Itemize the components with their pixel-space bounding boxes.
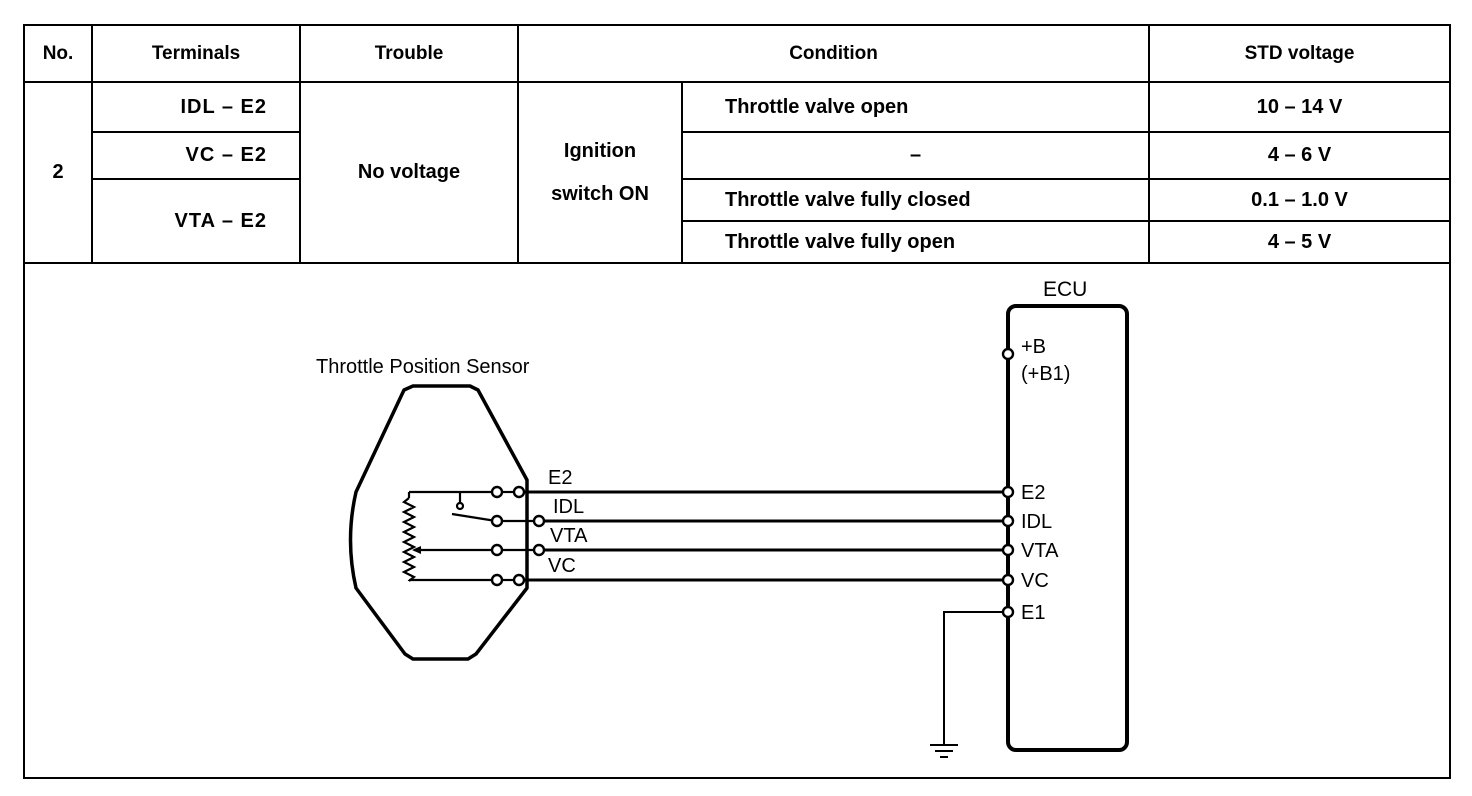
cell-voltage: 4 – 6 V [1148,131,1452,180]
ecu-terminal-plus-b: +B [1021,336,1046,358]
ecu-terminal-e1: E1 [1021,602,1045,624]
table-row: Throttle valve fully open 4 – 5 V [24,220,1452,264]
cell-terminal-idl: IDL – E2 [91,81,301,133]
sensor-terminal-idl: IDL [553,496,584,518]
harness-wires [524,490,1003,582]
header-condition: Condition [516,24,1151,83]
resistor-zigzag [401,497,417,582]
header-no: No. [23,24,93,83]
header-std-voltage: STD voltage [1148,24,1452,83]
cell-condition-group: Ignition switch ON [517,81,683,264]
wiring-diagram-frame [23,262,1451,779]
cell-condition: Throttle valve fully open [680,220,1151,264]
table-row: VTA – E2 Throttle valve fully closed 0.1… [24,178,1452,264]
cell-no: 2 [23,81,93,264]
cell-condition: Throttle valve fully closed [680,178,1151,222]
cell-voltage: 4 – 5 V [1148,220,1452,264]
ecu-terminal-idl: IDL [1021,511,1052,533]
table-row: 2 IDL – E2 No voltage Ignition switch ON… [23,81,1452,264]
header-trouble: Trouble [299,24,519,83]
cell-condition: – [680,131,1151,180]
cell-voltage: 10 – 14 V [1148,81,1452,133]
table-row: VC – E2 – 4 – 6 V [24,131,1452,180]
sensor-label: Throttle Position Sensor [316,356,530,378]
sensor-terminal-e2: E2 [548,467,572,489]
cell-terminal-vc: VC – E2 [91,131,301,180]
ecu-label: ECU [1043,278,1087,301]
ecu-terminal-plus-b1: (+B1) [1021,363,1070,385]
header-terminals: Terminals [91,24,301,83]
cell-voltage: 0.1 – 1.0 V [1148,178,1452,222]
ecu-terminal-vta: VTA [1021,540,1059,562]
ecu-box [1006,304,1129,752]
ecu-terminals [1001,347,1015,619]
voltage-spec-table: No. Terminals Trouble Condition STD volt… [23,24,1452,264]
cell-condition: Throttle valve open [680,81,1151,133]
ecu-terminal-e2: E2 [1021,482,1045,504]
ecu-terminal-vc: VC [1021,570,1049,592]
table-header-row: No. Terminals Trouble Condition STD volt… [23,24,1452,83]
cell-terminal-vta: VTA – E2 [91,178,301,264]
condition-group-line2: switch ON [551,182,649,205]
sensor-terminal-vta: VTA [550,525,588,547]
ground-circuit [930,611,1003,758]
condition-group-line1: Ignition [563,139,637,162]
sensor-body-outline [348,384,529,661]
sensor-terminal-vc: VC [548,555,576,577]
cell-trouble: No voltage [299,81,519,264]
sensor-internal-circuit [401,485,546,587]
